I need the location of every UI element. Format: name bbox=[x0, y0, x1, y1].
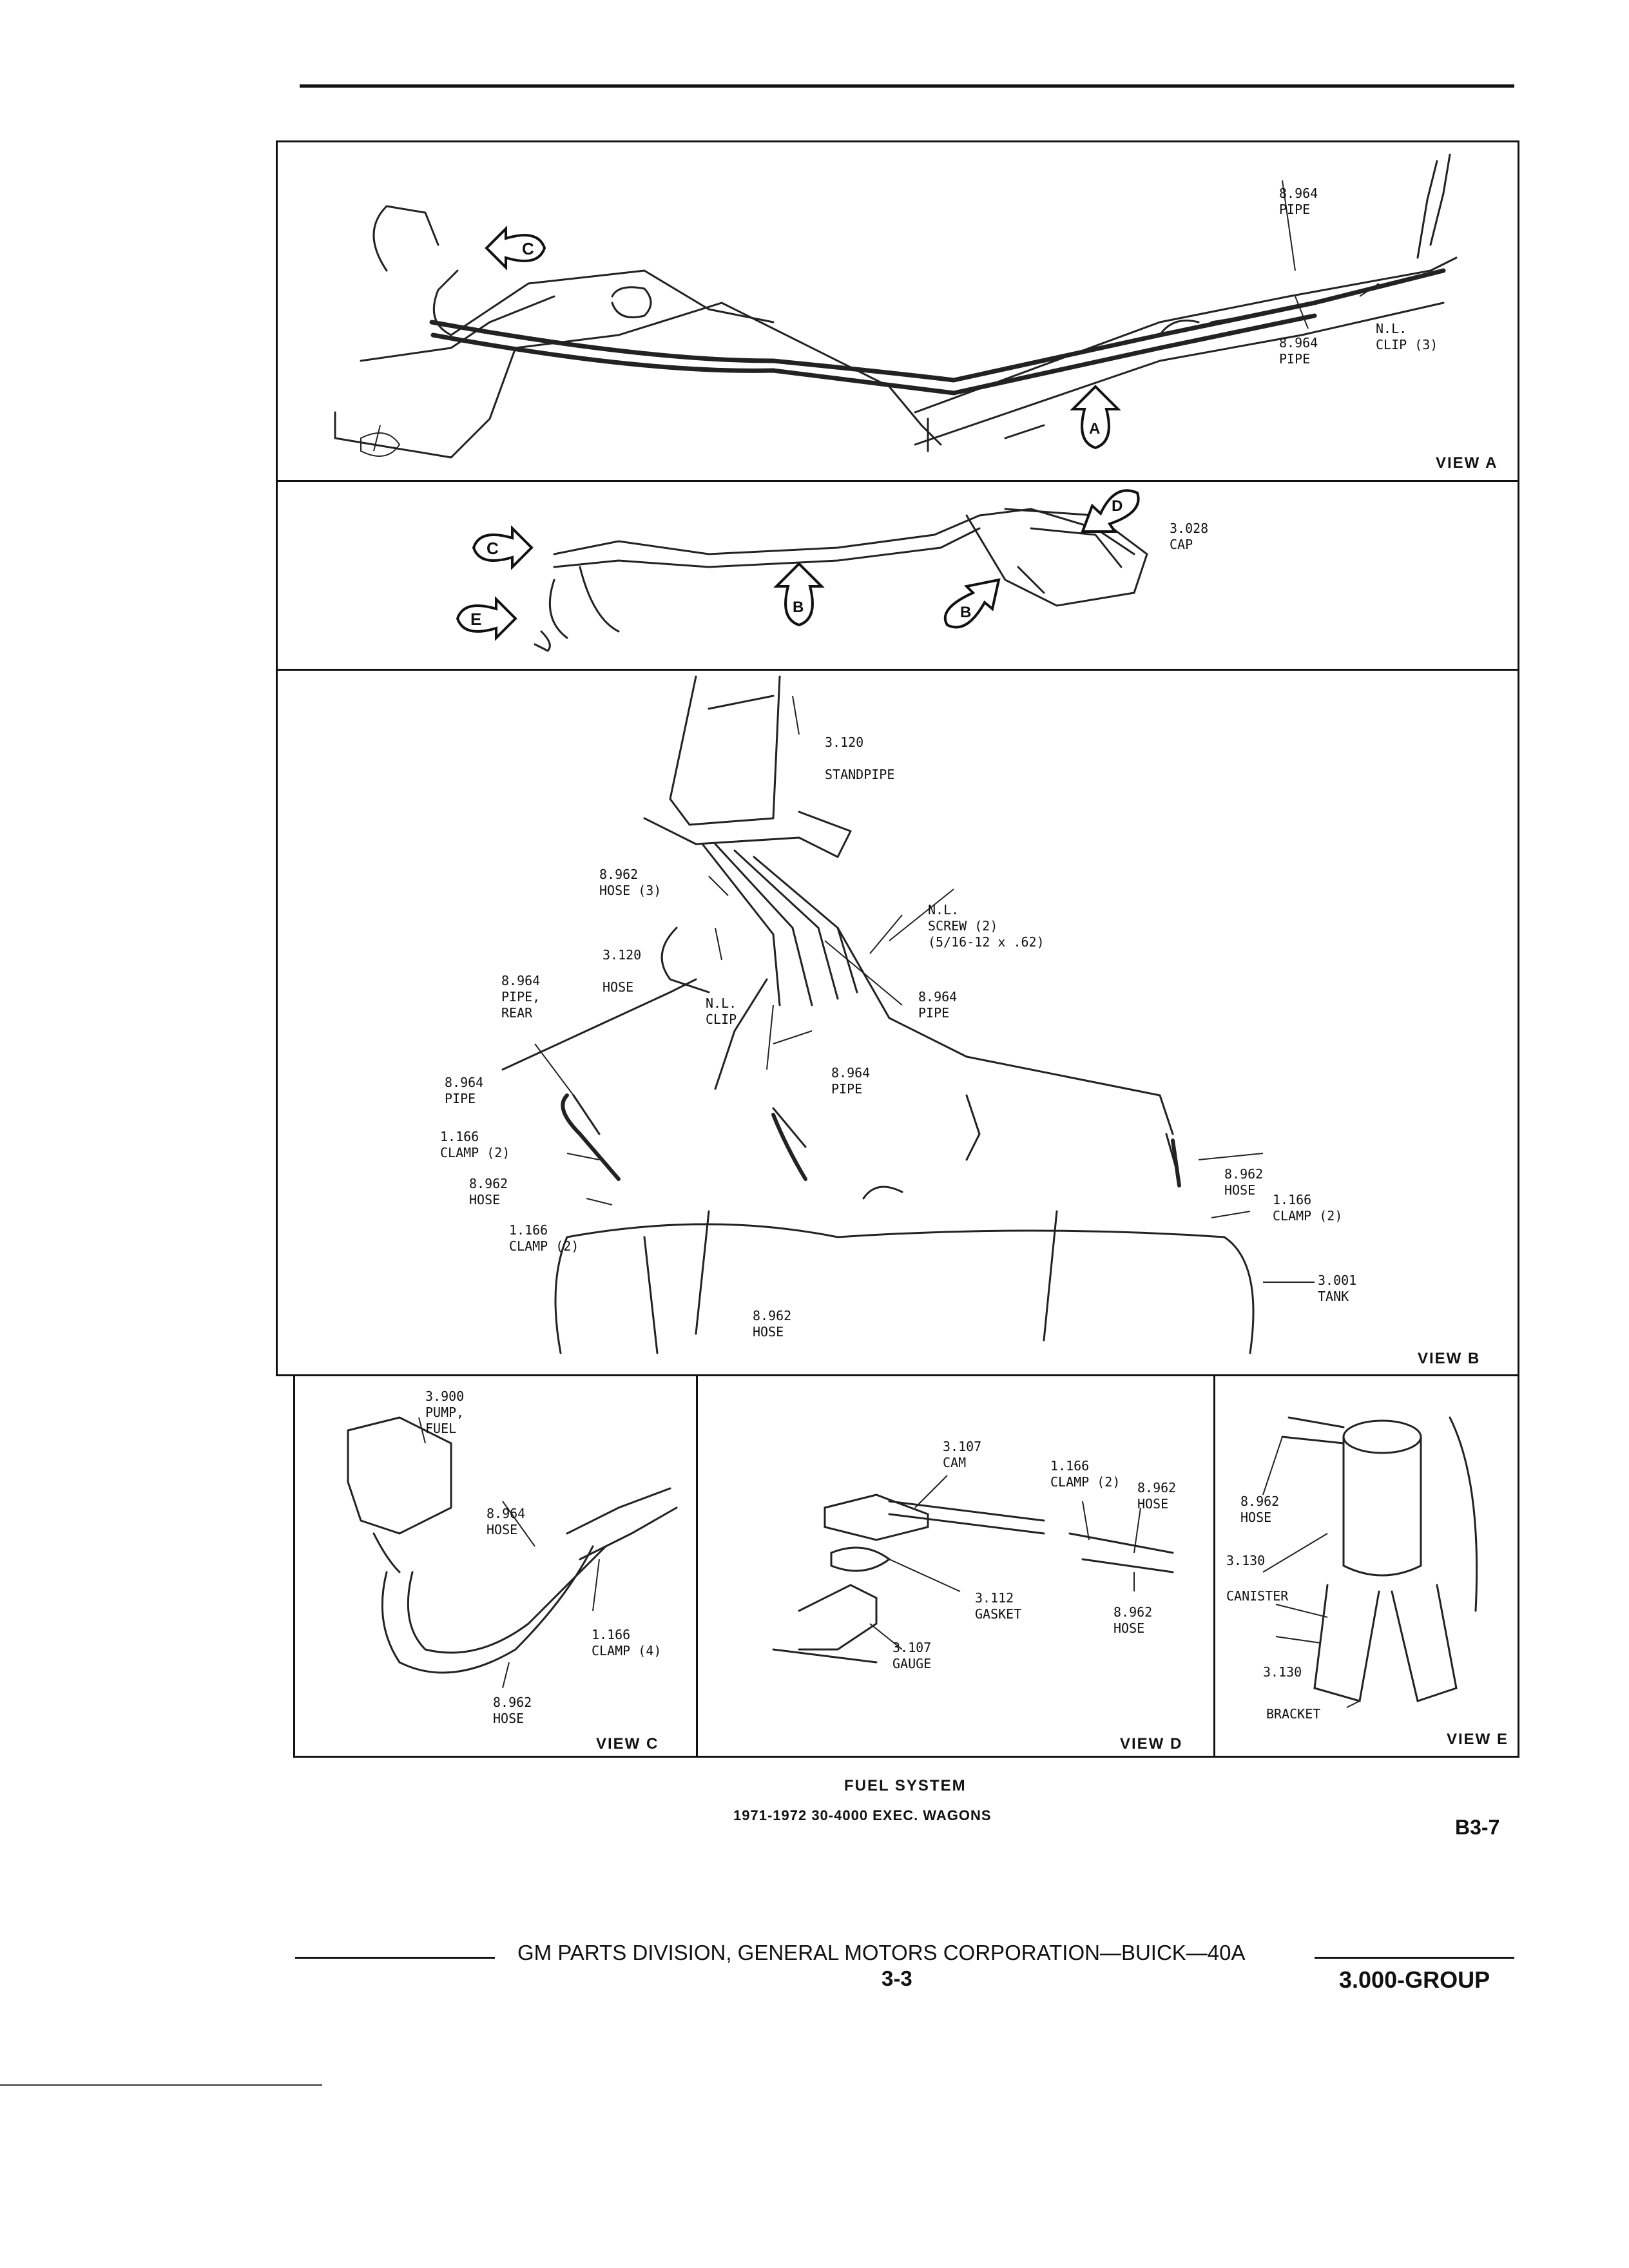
view-b-label-pipe-center: 8.964 PIPE bbox=[831, 1065, 871, 1097]
view-c-title: VIEW C bbox=[596, 1735, 659, 1753]
footer-rule-left bbox=[295, 1957, 495, 1959]
svg-text:D: D bbox=[1112, 497, 1123, 515]
view-c-callout-arrow-icon: C bbox=[480, 222, 551, 274]
view-a-callout-arrow-icon: A bbox=[1066, 383, 1124, 454]
figure-title: FUEL SYSTEM bbox=[844, 1777, 967, 1794]
figure-subtitle: 1971-1972 30-4000 EXEC. WAGONS bbox=[733, 1807, 992, 1823]
svg-text:B: B bbox=[793, 599, 804, 616]
view-d-label-hose-lower: 8.962 HOSE bbox=[1113, 1604, 1153, 1636]
view-d-label-gauge: 3.107 GAUGE bbox=[892, 1640, 932, 1671]
view-c-label-hose-lower: 8.962 HOSE bbox=[493, 1695, 532, 1726]
view-c-label-hose-upper: 8.964 HOSE bbox=[487, 1506, 526, 1537]
view-a-label-clip: N.L. CLIP (3) bbox=[1376, 321, 1438, 352]
view-c-label-pump: 3.900 PUMP, FUEL bbox=[425, 1389, 465, 1436]
footer-page-number: 3-3 bbox=[882, 1966, 912, 1990]
view-e-label-canister: CANISTER bbox=[1226, 1588, 1289, 1604]
svg-text:C: C bbox=[487, 539, 499, 558]
view-b-top-label-cap: 3.028 CAP bbox=[1170, 521, 1209, 552]
view-b-callout-arrow-2-icon: B bbox=[934, 573, 1005, 638]
view-e-title: VIEW E bbox=[1447, 1731, 1509, 1748]
view-e-label-3130-lower: 3.130 bbox=[1263, 1664, 1302, 1680]
view-a-label-pipe-upper: 8.964 PIPE bbox=[1279, 186, 1318, 217]
view-d-label-hose-upper: 8.962 HOSE bbox=[1137, 1480, 1177, 1512]
view-b-callout-arrow-icon: B bbox=[770, 561, 828, 631]
view-d-label-clamp: 1.166 CLAMP (2) bbox=[1050, 1458, 1121, 1490]
footer-group: 3.000-GROUP bbox=[1339, 1966, 1490, 1993]
top-rule bbox=[300, 84, 1514, 88]
view-b-label-hose-bottom: 8.962 HOSE bbox=[753, 1308, 792, 1340]
view-b-label-clamp-left-upper: 1.166 CLAMP (2) bbox=[440, 1129, 510, 1160]
view-d-callout-arrow-icon: D bbox=[1076, 480, 1147, 544]
view-b-label-standpipe: 3.120 STANDPIPE bbox=[825, 735, 895, 782]
view-e-label-hose: 8.962 HOSE bbox=[1240, 1494, 1280, 1525]
view-e-callout-arrow-icon: E bbox=[451, 593, 522, 644]
view-b-label-hose-right: 8.962 HOSE bbox=[1224, 1166, 1264, 1198]
view-b-label-hose-left: 8.962 HOSE bbox=[469, 1176, 508, 1207]
footer-rule-right bbox=[1315, 1957, 1514, 1959]
view-b-label-clip: N.L. CLIP bbox=[706, 995, 737, 1027]
svg-text:B: B bbox=[960, 604, 971, 621]
svg-text:A: A bbox=[1089, 420, 1100, 437]
view-e-label-bracket: BRACKET bbox=[1266, 1706, 1321, 1722]
view-e-label-3130-upper: 3.130 bbox=[1226, 1553, 1266, 1568]
view-a-label-pipe-lower: 8.964 PIPE bbox=[1279, 335, 1318, 367]
footer-division: GM PARTS DIVISION, GENERAL MOTORS CORPOR… bbox=[517, 1941, 1246, 1965]
view-d-title: VIEW D bbox=[1120, 1735, 1183, 1753]
view-b-label-pipe-rear: 8.964 PIPE, REAR bbox=[501, 973, 541, 1021]
view-b-label-hose-3120: 3.120 HOSE bbox=[602, 947, 642, 995]
view-e-panel bbox=[1213, 1374, 1519, 1758]
view-c-label-clamp: 1.166 CLAMP (4) bbox=[592, 1627, 662, 1658]
svg-text:E: E bbox=[470, 610, 481, 629]
view-b-label-hose-3: 8.962 HOSE (3) bbox=[599, 867, 662, 898]
view-b-label-screw: N.L. SCREW (2) (5/16-12 x .62) bbox=[928, 902, 1045, 950]
bottom-rule bbox=[0, 2084, 322, 2086]
view-b-title: VIEW B bbox=[1418, 1350, 1481, 1367]
view-b-label-tank: 3.001 TANK bbox=[1318, 1273, 1357, 1304]
view-d-label-cam: 3.107 CAM bbox=[943, 1439, 982, 1470]
view-c-callout-arrow-b-icon: C bbox=[467, 522, 538, 573]
view-b-label-clamp-left-lower: 1.166 CLAMP (2) bbox=[509, 1222, 579, 1254]
view-d-label-gasket: 3.112 GASKET bbox=[975, 1590, 1022, 1622]
page-code: B3-7 bbox=[1455, 1816, 1500, 1839]
view-b-label-clamp-right: 1.166 CLAMP (2) bbox=[1273, 1192, 1343, 1224]
view-b-label-pipe-right: 8.964 PIPE bbox=[918, 989, 958, 1021]
view-a-title: VIEW A bbox=[1436, 454, 1498, 472]
svg-text:C: C bbox=[522, 239, 534, 258]
view-b-label-pipe-left: 8.964 PIPE bbox=[445, 1075, 484, 1106]
